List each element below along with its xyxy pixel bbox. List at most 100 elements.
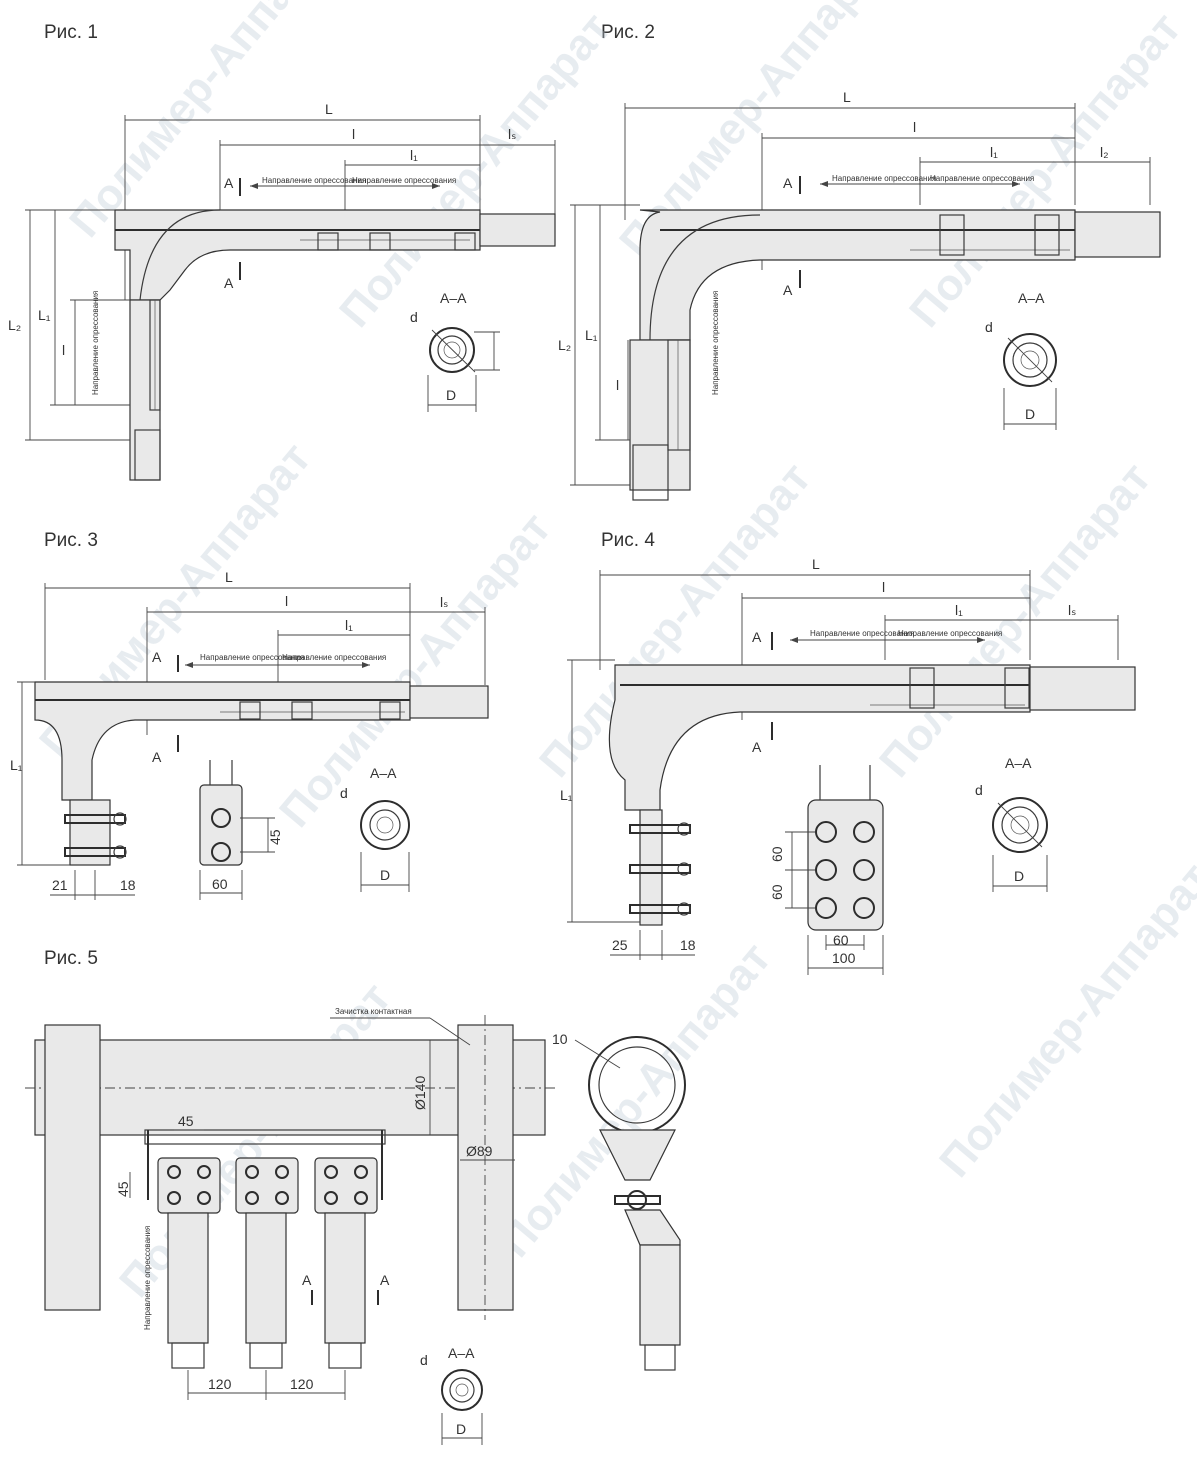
dim-25: 25 [612,937,628,953]
dim-45-side: 45 [115,1181,131,1197]
bolt [64,812,127,826]
section-mark-A-left: A [302,1272,312,1288]
dim-120-left: 120 [208,1376,232,1392]
dim-21: 21 [52,877,68,893]
press-direction-left: Направление опрессования [832,174,936,183]
dim-45: 45 [267,829,283,845]
dim-l-vertical: l [62,342,65,358]
dim-l: l [285,593,288,609]
press-direction-right: Направление опрессования [930,174,1034,183]
press-direction-vertical: Направление опрессования [143,1226,152,1330]
bolt [629,822,691,836]
section-title-AA: A–A [370,765,397,781]
dim-l: l [882,579,885,595]
dim-d-section: d [420,1352,428,1368]
dim-60-upper: 60 [769,846,785,862]
dim-60: 60 [212,876,228,892]
dim-100: 100 [832,950,856,966]
section-title-AA: A–A [440,290,467,306]
press-direction-right: Направление опрессования [898,629,1002,638]
dim-L: L [812,556,820,572]
dim-L: L [225,569,233,585]
press-direction-right: Направление опрессования [352,176,456,185]
dim-89: Ø89 [466,1143,493,1159]
dim-l: l [913,119,916,135]
section-mark-A-top: A [224,175,234,191]
section-mark-A-bottom: A [152,749,162,765]
dim-L1: L₁ [10,757,23,773]
figure-1-drawing: L l l₁ lₛ Направление опрессования Напра… [8,101,556,481]
dim-D-section: D [456,1421,466,1437]
section-mark-A-bottom: A [224,275,234,291]
dim-d-section: d [975,782,983,798]
dim-l: l [352,126,355,142]
dim-140: Ø140 [412,1076,428,1110]
fig3-title: Рис. 3 [44,530,98,551]
dim-18: 18 [120,877,136,893]
press-direction-left: Направление опрессования [810,629,914,638]
dim-L1: L₁ [585,327,598,343]
dim-D-section: D [1025,406,1035,422]
terminal-3 [314,1157,378,1369]
press-direction-left: Направление опрессования [262,176,366,185]
dim-d-section: d [340,785,348,801]
dim-L2: L₂ [8,317,21,333]
fig2-title: Рис. 2 [601,22,655,43]
section-mark-A-top: A [752,629,762,645]
dim-l1: l₁ [410,147,418,163]
watermark: Полимер-Аппарат [270,504,560,837]
section-mark-A-top: A [783,175,793,191]
dim-120-right: 120 [290,1376,314,1392]
dim-L2: L₂ [558,337,571,353]
section-mark-A-right: A [380,1272,390,1288]
section-mark-A-bottom: A [783,282,793,298]
figure-4-drawing: L l l₁ lₛ Направление опрессования Напра… [560,556,1136,975]
dim-D-section: D [1014,868,1024,884]
dim-L1: L₁ [560,787,573,803]
fig4-title: Рис. 4 [601,530,655,551]
bolt [64,845,127,859]
watermark: Полимер-Аппарат [930,854,1197,1187]
bolt [629,902,691,916]
watermark: Полимер-Аппарат [900,4,1190,337]
section-mark-A-top: A [152,649,162,665]
section-title-AA: A–A [1018,290,1045,306]
figure-5-drawing: 45 45 120 120 Ø140 Ø89 Зачистка контактн… [25,1007,686,1445]
dim-10: 10 [552,1031,568,1047]
dim-l-vertical: l [616,377,619,393]
dim-l2: l₂ [1100,144,1109,160]
dim-l1: l₁ [955,602,963,618]
dim-L: L [325,101,333,117]
dim-45-top: 45 [178,1113,194,1129]
press-direction-right: Направление опрессования [282,653,386,662]
press-direction-vertical: Направление опрессования [91,291,100,395]
contact-cleaning-note: Зачистка контактная [335,1007,412,1016]
dim-60-horizontal: 60 [833,932,849,948]
watermark: Полимер-Аппарат [330,4,620,337]
dim-ls: lₛ [1068,602,1076,618]
section-title-AA: A–A [1005,755,1032,771]
fig5-title: Рис. 5 [44,948,98,969]
dim-d-section: d [985,319,993,335]
press-direction-vertical: Направление опрессования [711,291,720,395]
section-mark-A-bottom: A [752,739,762,755]
terminal-1 [157,1157,221,1369]
bolt [629,862,691,876]
figure-2-drawing: L l l₁ l₂ Направление опрессования Напра… [558,89,1161,501]
dim-l1: l₁ [345,617,353,633]
dim-60-lower: 60 [769,884,785,900]
dim-D-section: D [446,387,456,403]
dim-ls: lₛ [508,126,516,142]
dim-d-section: d [410,309,418,325]
dim-L: L [843,89,851,105]
terminal-2 [235,1157,299,1369]
section-title-AA: A–A [448,1345,475,1361]
dim-18: 18 [680,937,696,953]
press-direction-left: Направление опрессования [200,653,304,662]
dim-D-section: D [380,867,390,883]
dim-L1: L₁ [38,307,51,323]
fig1-title: Рис. 1 [44,22,98,43]
dim-ls: lₛ [440,594,448,610]
dim-l1: l₁ [990,144,998,160]
